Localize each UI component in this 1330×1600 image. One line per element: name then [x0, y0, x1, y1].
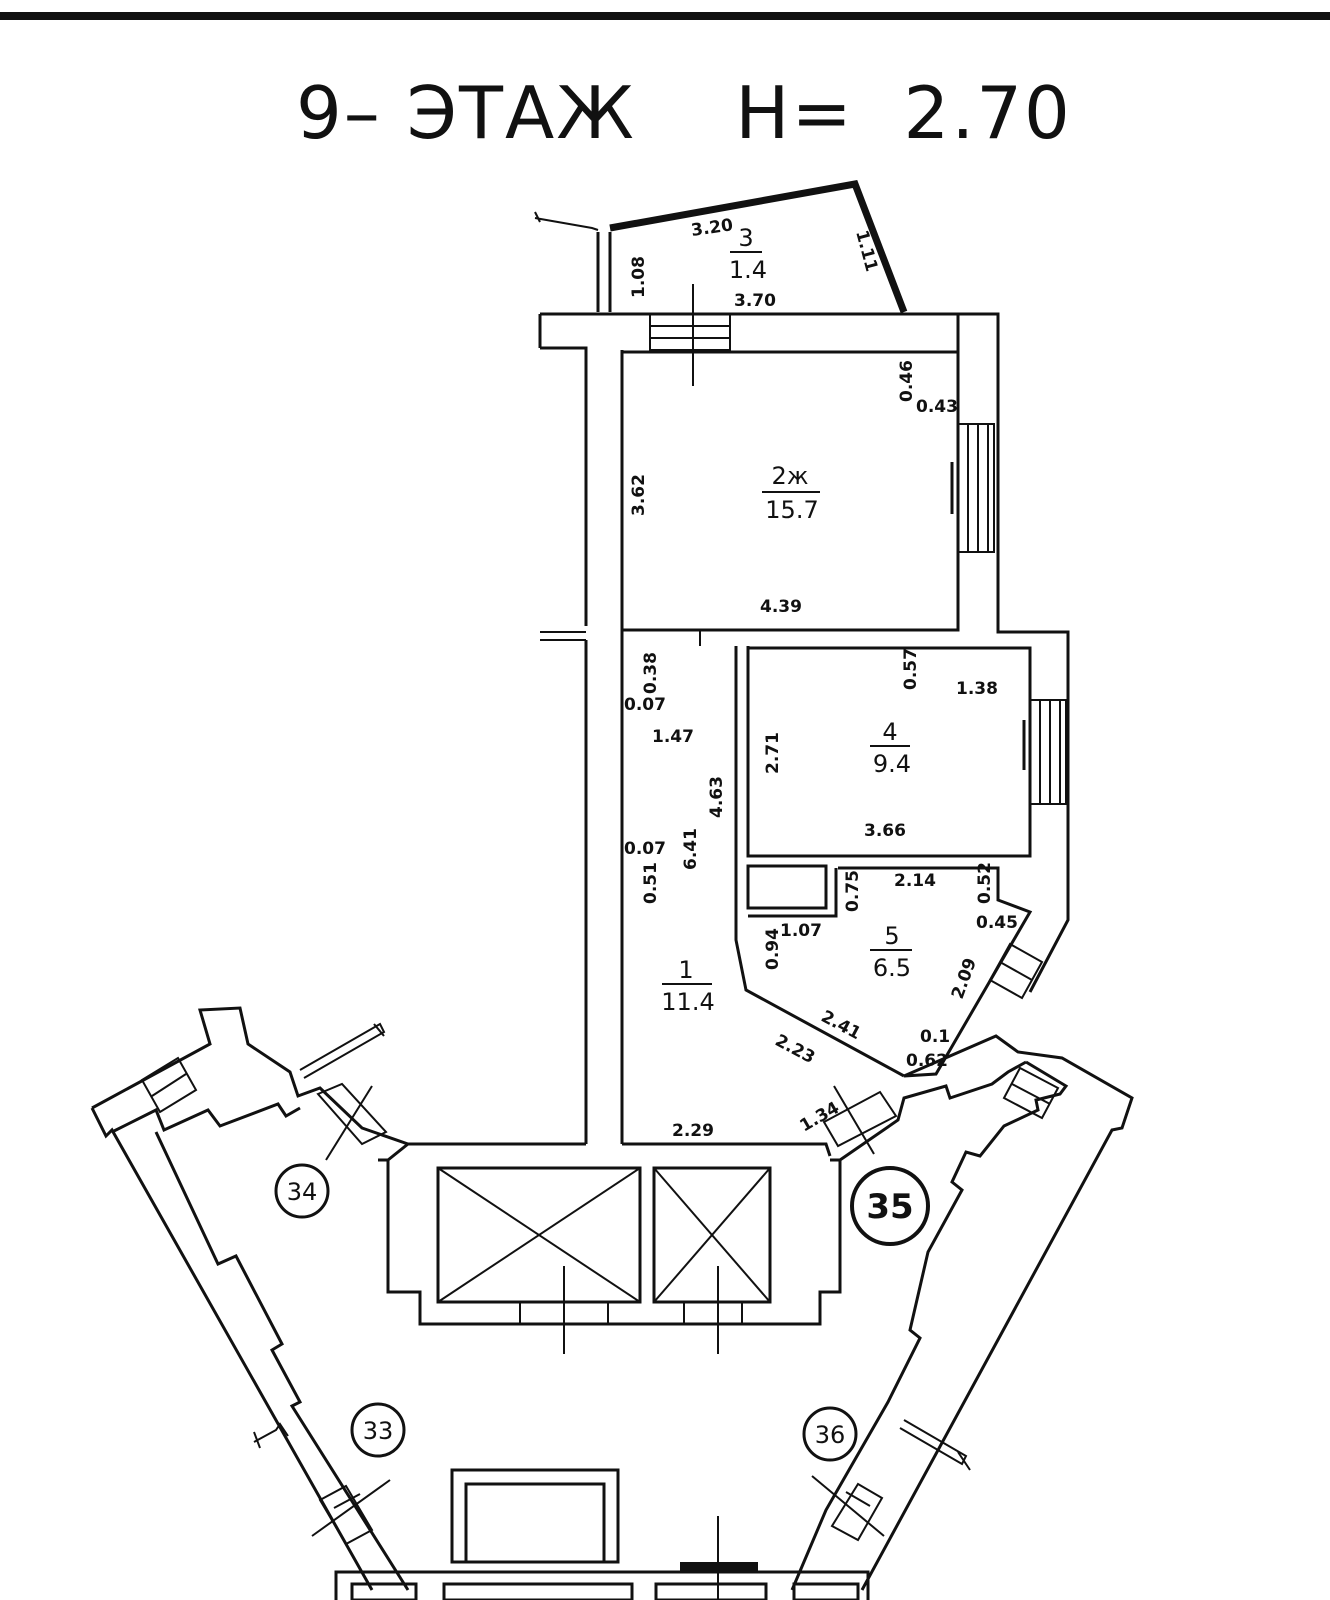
apartment-34-label: 34 [287, 1178, 318, 1206]
room-4-area: 9.4 [873, 750, 911, 778]
dim-1-08: 1.08 [629, 256, 649, 298]
dim-2-71: 2.71 [763, 732, 783, 774]
dim-0-46: 0.46 [897, 360, 917, 402]
dim-0-51: 0.51 [641, 862, 661, 904]
room-1-area: 11.4 [661, 988, 714, 1016]
room-3-number: 3 [738, 224, 753, 252]
room-4-number: 4 [882, 718, 897, 746]
dim-0-43: 0.43 [916, 397, 958, 417]
dim-2-14: 2.14 [894, 871, 936, 891]
room-2-number: 2ж [772, 462, 809, 490]
dim-3-66: 3.66 [864, 821, 906, 841]
dim-2-41: 2.41 [818, 1007, 864, 1044]
apartment-33-label: 33 [363, 1417, 394, 1445]
dim-0-52: 0.52 [975, 862, 995, 904]
dim-1-47: 1.47 [652, 727, 694, 747]
floor-title: 9– ЭТАЖ H= 2.70 [296, 71, 1072, 155]
dim-0-94: 0.94 [763, 928, 783, 970]
bottom-structure [334, 1468, 870, 1600]
dim-3-62: 3.62 [629, 474, 649, 516]
dim-2-23: 2.23 [772, 1031, 818, 1068]
dimension-labels: 3.20 1.08 3.70 1.11 0.46 0.43 3.62 4.39 … [624, 215, 1018, 1141]
room-5-area: 6.5 [873, 954, 911, 982]
dim-1-34: 1.34 [797, 1098, 843, 1136]
dim-1-07: 1.07 [780, 921, 822, 941]
apartment-36-label: 36 [815, 1421, 846, 1449]
room-labels: 3 1.4 2ж 15.7 4 9.4 5 6.5 1 11.4 [661, 224, 912, 1016]
room-3-area: 1.4 [729, 256, 767, 284]
dim-0-45: 0.45 [976, 913, 1018, 933]
dim-0-62: 0.62 [906, 1051, 948, 1071]
dim-0-38: 0.38 [641, 652, 661, 694]
apartment-35-label: 35 [866, 1187, 913, 1227]
room-2-area: 15.7 [765, 496, 818, 524]
dim-3-70: 3.70 [734, 291, 776, 311]
dim-0-07b: 0.07 [624, 839, 666, 859]
room-1-number: 1 [678, 956, 693, 984]
right-wing [790, 1034, 1134, 1591]
dim-0-1: 0.1 [920, 1027, 950, 1047]
dim-4-63: 4.63 [707, 776, 727, 818]
dim-0-57: 0.57 [901, 648, 921, 690]
dim-3-20: 3.20 [690, 215, 734, 241]
dim-2-29: 2.29 [672, 1121, 714, 1141]
dim-1-38: 1.38 [956, 679, 998, 699]
left-wing [90, 1006, 410, 1591]
dim-4-39: 4.39 [760, 597, 802, 617]
dim-0-75: 0.75 [843, 870, 863, 912]
balcony [534, 180, 908, 314]
dim-0-07a: 0.07 [624, 695, 666, 715]
dim-6-41: 6.41 [681, 828, 701, 870]
top-border [0, 12, 1330, 20]
room-5-number: 5 [884, 922, 899, 950]
apartment-walls [538, 284, 1070, 1157]
dim-2-09: 2.09 [948, 955, 981, 1001]
common-corridor [316, 1082, 898, 1354]
apartment-markers: 34 35 33 36 [274, 1163, 930, 1462]
